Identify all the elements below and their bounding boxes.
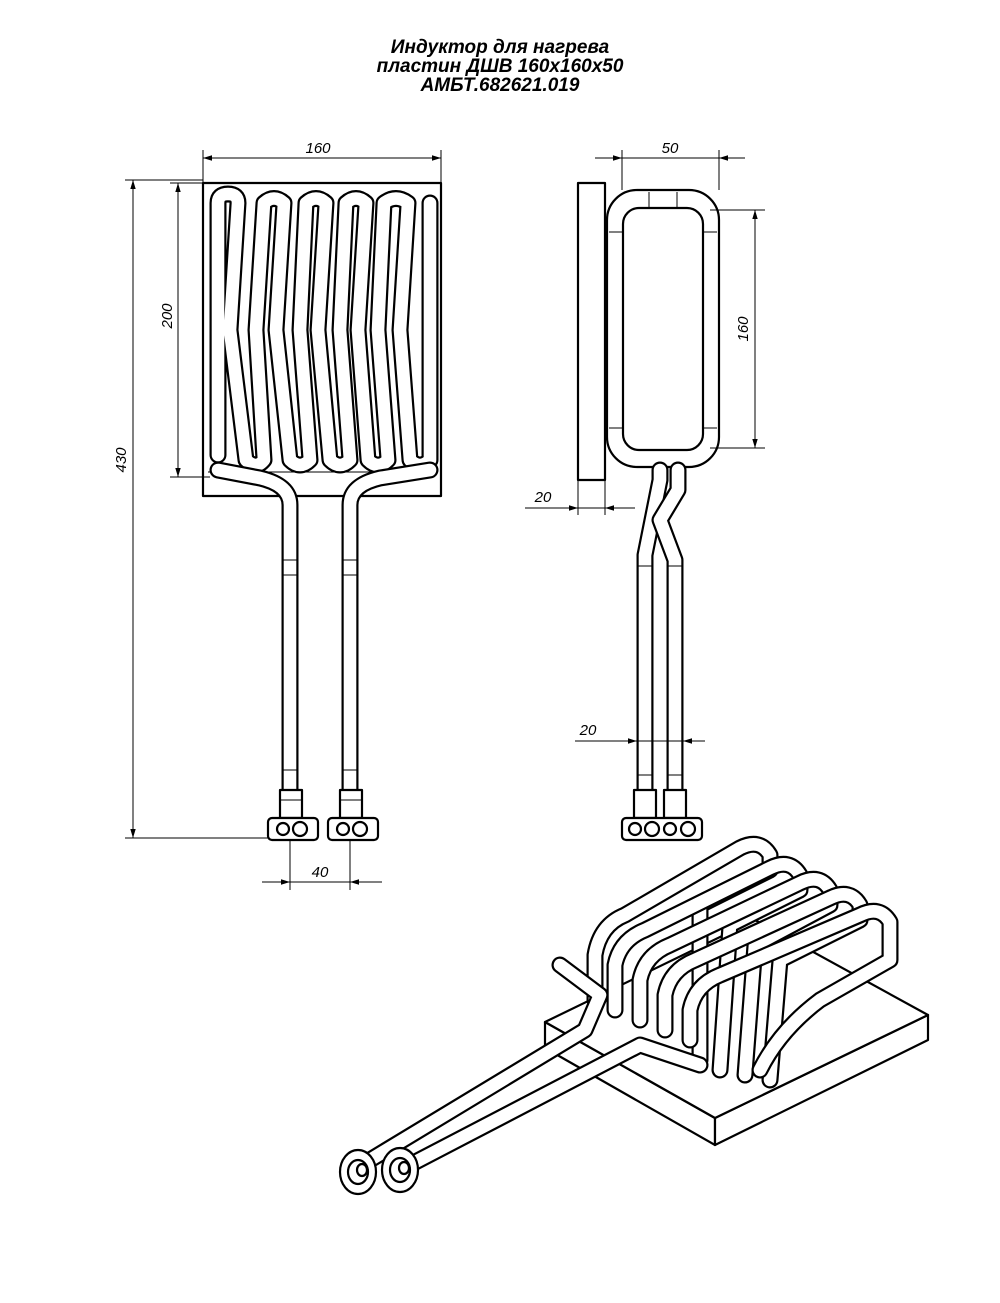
- dim-plate-thickness: 20: [534, 489, 552, 506]
- iso-fittings: [338, 1146, 420, 1196]
- dim-pipe-spacing: 40: [312, 864, 329, 881]
- iso-base-plate: [543, 918, 930, 1147]
- side-view: 50 160 20 20: [525, 140, 765, 842]
- side-fittings: [620, 788, 704, 842]
- side-plate: [576, 181, 607, 482]
- front-coil: [208, 185, 439, 474]
- iso-supply-pipes: [361, 956, 709, 1179]
- front-dimensions: 160 200 430 40: [113, 140, 442, 890]
- dim-front-height: 200: [159, 303, 176, 330]
- side-supply-pipes: [636, 461, 687, 799]
- title-line-2: пластин ДШВ 160x160x50: [376, 56, 624, 77]
- side-coil-loop: [605, 188, 721, 469]
- front-supply-pipes: [209, 461, 439, 799]
- dim-total-height: 430: [113, 447, 130, 473]
- side-dimensions: 50 160 20 20: [525, 140, 765, 744]
- isometric-view: [338, 835, 930, 1196]
- title-line-3: АМБТ.682621.019: [420, 75, 580, 96]
- dim-side-depth: 50: [662, 140, 679, 157]
- front-fittings: [266, 788, 380, 842]
- title-line-1: Индуктор для нагрева: [390, 37, 610, 58]
- iso-coil: [586, 835, 899, 1089]
- drawing-title: Индуктор для нагрева пластин ДШВ 160x160…: [0, 38, 1000, 95]
- dim-pipe-offset: 20: [579, 722, 597, 739]
- dim-side-height: 160: [735, 316, 752, 342]
- front-plate-outline: [201, 181, 443, 498]
- front-view: 160 200 430 40: [113, 140, 443, 890]
- dim-front-width: 160: [305, 140, 331, 157]
